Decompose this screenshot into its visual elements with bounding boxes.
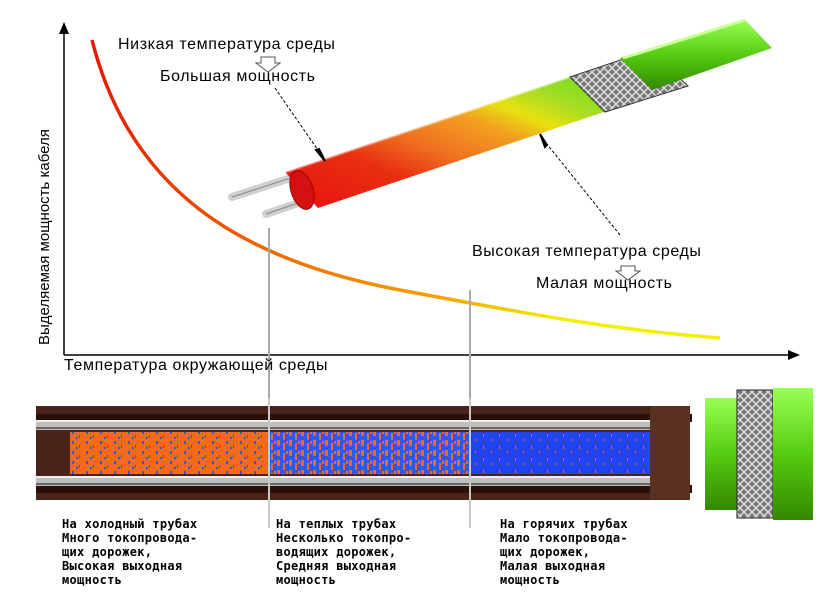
caption-line: На холодный трубах <box>62 517 198 531</box>
down-arrow-icon <box>254 56 282 73</box>
cable-cross-section <box>36 388 813 520</box>
caption-line: На горячих трубах <box>500 517 628 531</box>
heating-cable-illustration <box>228 18 772 218</box>
x-axis-label: Температура окружающей среды <box>64 357 329 374</box>
warm-pipes-caption: На теплых трубах Несколько токопро- водя… <box>276 517 411 587</box>
high-power-label: Большая мощность <box>160 68 316 85</box>
caption-line: Малая выходная <box>500 559 606 573</box>
down-arrow-icon <box>614 265 642 281</box>
caption-line: Мало токопровода- <box>500 531 628 545</box>
caption-line: Несколько токопро- <box>276 531 412 545</box>
cold-pipes-caption: На холодный трубах Много токопровода- щи… <box>62 517 197 587</box>
power-curve <box>90 39 721 340</box>
caption-line: мощность <box>62 573 123 587</box>
low-power-label: Малая мощность <box>536 275 673 292</box>
high-temp-label: Высокая температура среды <box>472 243 702 260</box>
caption-line: Высокая выходная <box>62 559 183 573</box>
caption-line: мощность <box>276 573 337 587</box>
arrow-to-cool-section <box>541 137 621 236</box>
caption-line: щих дорожек, <box>62 545 153 559</box>
caption-line: мощность <box>500 573 561 587</box>
hot-pipes-caption: На горячих трубах Мало токопровода- щих … <box>500 517 628 587</box>
caption-line: Средняя выходная <box>276 559 397 573</box>
caption-line: На теплых трубах <box>276 517 397 531</box>
caption-line: Много токопровода- <box>62 531 198 545</box>
arrow-to-hot-section <box>274 87 323 157</box>
low-temp-label: Низкая температура среды <box>118 36 336 53</box>
y-axis-label: Выделяемая мощность кабеля <box>36 129 53 345</box>
caption-line: щих дорожек, <box>500 545 591 559</box>
y-axis-arrow <box>59 22 69 34</box>
caption-line: водящих дорожек, <box>276 545 397 559</box>
x-axis-arrow <box>788 350 800 360</box>
